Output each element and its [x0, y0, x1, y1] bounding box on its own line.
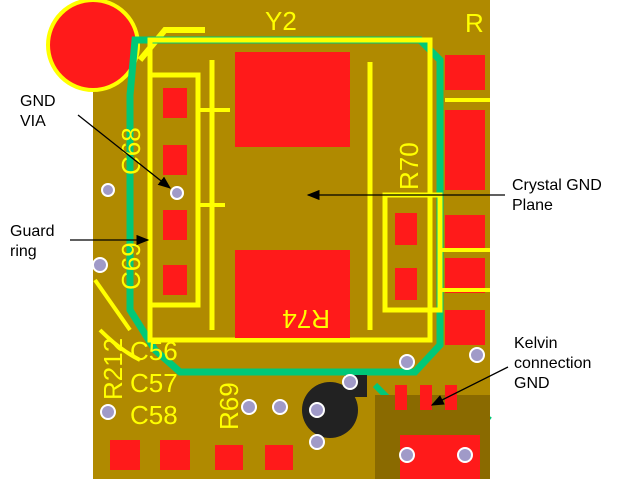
via	[241, 399, 257, 415]
label-c56: C56	[130, 336, 178, 366]
crystal-pad-bottom	[235, 250, 350, 338]
cap-pad	[163, 210, 187, 240]
arrow-gnd-via	[77, 114, 172, 189]
via	[100, 404, 116, 420]
label-c68: C68	[116, 127, 146, 175]
bottom-pad	[395, 385, 407, 410]
res-pad	[395, 268, 417, 300]
label-r212: R212	[98, 338, 128, 400]
right-pad	[445, 215, 485, 250]
callout-line: GND	[20, 93, 56, 110]
callout-line: Crystal GND	[512, 177, 602, 194]
bottom-pad	[215, 445, 243, 470]
via	[342, 374, 358, 390]
label-r70: R70	[394, 142, 424, 190]
right-pad	[445, 310, 485, 345]
via	[170, 186, 184, 200]
label-r-partial: R	[465, 8, 484, 38]
callout-line: VIA	[20, 113, 46, 130]
via-group	[92, 183, 485, 463]
label-r69: R69	[214, 382, 244, 430]
label-r74: R74	[282, 304, 330, 334]
silkscreen-curve	[98, 328, 141, 362]
via	[272, 399, 288, 415]
via	[92, 257, 108, 273]
bottom-pad	[265, 445, 293, 470]
callout-gnd-via: GND VIA	[20, 92, 56, 132]
via	[457, 447, 473, 463]
callout-line: Kelvin	[514, 335, 558, 352]
label-c69: C69	[116, 242, 146, 290]
callout-line: ring	[10, 243, 37, 260]
label-c58: C58	[130, 400, 178, 430]
callout-guard-ring: Guard ring	[10, 222, 54, 262]
res-pad	[395, 213, 417, 245]
silkscreen-curve	[93, 278, 132, 332]
callout-crystal-gnd-plane: Crystal GND Plane	[512, 176, 602, 216]
bottom-pad	[445, 385, 457, 410]
right-pad	[445, 258, 485, 293]
callout-line: Plane	[512, 197, 553, 214]
via	[309, 402, 325, 418]
callout-line: connection	[514, 355, 592, 372]
c68-c69-frame	[147, 72, 201, 308]
bottom-pad	[110, 440, 140, 470]
corner-pad	[46, 0, 140, 92]
via	[399, 354, 415, 370]
via	[309, 434, 325, 450]
callout-line: GND	[514, 375, 550, 392]
bottom-pad	[160, 440, 190, 470]
callout-kelvin: Kelvin connection GND	[514, 334, 591, 394]
right-pad	[445, 110, 485, 190]
bottom-pad	[420, 385, 432, 410]
via	[399, 447, 415, 463]
arrow-kelvin	[430, 366, 509, 406]
cap-pad	[163, 88, 187, 118]
crystal-pad-top	[235, 52, 350, 147]
via	[469, 347, 485, 363]
cap-pad	[163, 265, 187, 295]
label-y2: Y2	[265, 6, 297, 36]
right-pad	[445, 55, 485, 90]
callout-line: Guard	[10, 223, 55, 240]
ic-body	[302, 382, 358, 438]
label-c57: C57	[130, 368, 178, 398]
via	[101, 183, 115, 197]
cap-pad	[163, 145, 187, 175]
